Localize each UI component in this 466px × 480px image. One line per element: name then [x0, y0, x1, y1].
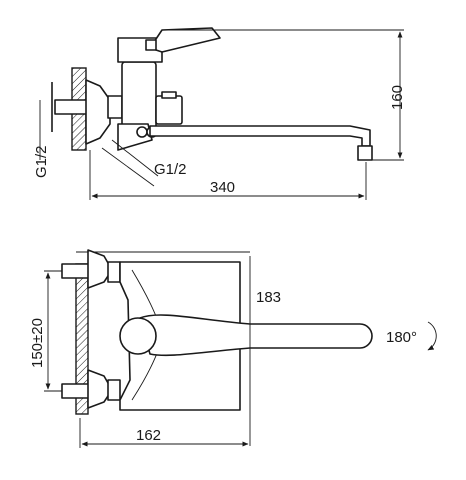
- dim-width: 340: [210, 179, 235, 196]
- nut: [107, 95, 123, 119]
- shower-outlet-ring: [136, 126, 148, 138]
- lower-body: [117, 123, 153, 151]
- dim-center-distance: 150±20: [29, 318, 46, 368]
- escutcheon: [85, 79, 111, 145]
- dim-depth: 162: [136, 427, 161, 444]
- diverter-cap: [161, 91, 177, 99]
- rotation-label: 180°: [386, 329, 417, 346]
- spout: [149, 125, 371, 147]
- rotation-arrow-icon: [427, 321, 437, 351]
- thread-bottom-label: G1/2: [154, 161, 187, 178]
- lever-handle: [149, 27, 221, 53]
- dim-height: 160: [389, 85, 406, 110]
- valve-body: [121, 61, 157, 133]
- thread-left-label: G1/2: [33, 145, 50, 178]
- spout-plan: [139, 314, 373, 357]
- lower-nut: [107, 379, 121, 401]
- handle-joint: [145, 39, 157, 51]
- plan-view: 150±20 183 162 180°: [29, 249, 437, 448]
- lever-hub: [119, 317, 157, 355]
- upper-nut: [107, 261, 121, 283]
- side-view: 160 340 G1/2 G1/2: [33, 27, 406, 200]
- aerator: [357, 145, 373, 161]
- dim-spout-length: 183: [256, 289, 281, 306]
- diverter-knob: [155, 95, 183, 125]
